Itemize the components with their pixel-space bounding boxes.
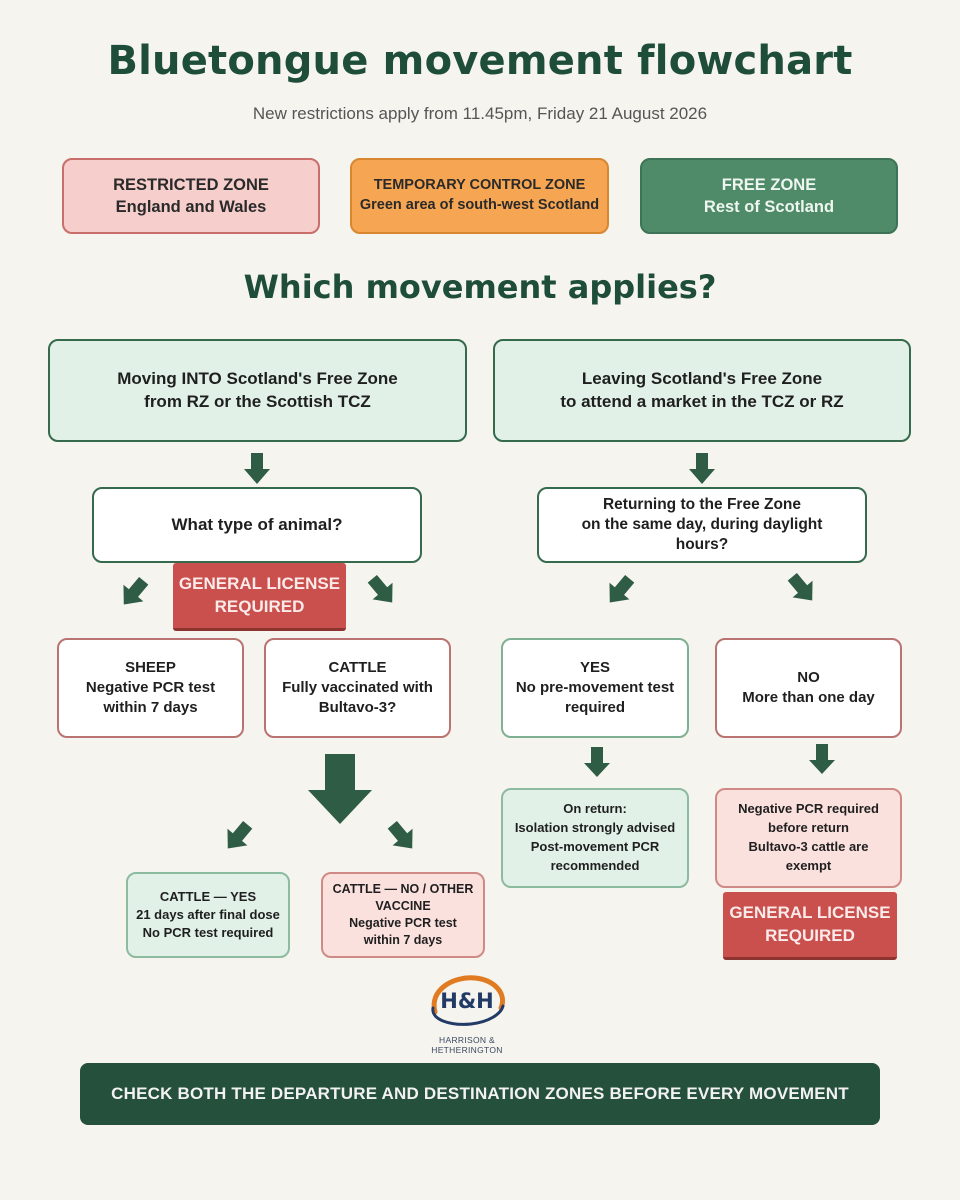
pcr-required-title: Negative PCR required [738, 801, 879, 817]
general-license-badge: GENERAL LICENSE REQUIRED [173, 563, 346, 631]
general-license-badge-right: GENERAL LICENSE REQUIRED [723, 892, 897, 960]
tcz-title: TEMPORARY CONTROL ZONE [373, 177, 586, 194]
yes-box: YES No pre-movement test required [501, 638, 689, 738]
free-zone-box: FREE ZONE Rest of Scotland [640, 158, 898, 234]
logo-line2: HETHERINGTON [431, 1045, 503, 1056]
cattle-yes-line2: 21 days after final dose [136, 906, 280, 922]
on-return-box: On return: Isolation strongly advised Po… [501, 788, 689, 888]
yes-line3: required [564, 699, 625, 717]
no-title: NO [797, 668, 820, 686]
footer-banner: CHECK BOTH THE DEPARTURE AND DESTINATION… [80, 1063, 880, 1125]
temporary-control-zone-box: TEMPORARY CONTROL ZONE Green area of sou… [350, 158, 609, 234]
license-line1: GENERAL LICENSE [178, 574, 341, 594]
logo-mark: H&H [440, 989, 493, 1013]
cattle-yes-box: CATTLE — YES 21 days after final dose No… [126, 872, 290, 958]
cattle-no-line4: within 7 days [363, 932, 443, 947]
leaving-line1: Leaving Scotland's Free Zone [581, 368, 823, 388]
yes-title: YES [579, 658, 610, 676]
same-day-question-box: Returning to the Free Zone on the same d… [537, 487, 867, 563]
cattle-title: CATTLE [328, 658, 387, 676]
page-title: Bluetongue movement flowchart [107, 38, 853, 84]
animal-type-question: What type of animal? [171, 514, 343, 534]
restricted-zone-box: RESTRICTED ZONE England and Wales [62, 158, 320, 234]
moving-into-line1: Moving INTO Scotland's Free Zone [117, 368, 398, 388]
arrow-down-right-icon [387, 820, 413, 849]
cattle-no-line3: Negative PCR test [349, 916, 457, 930]
same-day-line2: on the same day, during daylight [581, 515, 823, 533]
arrow-down-right-icon [787, 572, 813, 601]
leaving-free-zone-box: Leaving Scotland's Free Zone to attend a… [493, 339, 911, 442]
arrow-down-icon [689, 453, 715, 484]
pcr-required-line4: exempt [785, 857, 832, 873]
arrow-down-icon [584, 747, 610, 777]
cattle-line2: Fully vaccinated with [282, 678, 433, 696]
no-box: NO More than one day [715, 638, 902, 738]
arrow-down-left-icon [227, 820, 253, 849]
company-logo: H&H HARRISON & HETHERINGTON [415, 968, 519, 1055]
animal-type-question-box: What type of animal? [92, 487, 422, 563]
arrow-down-left-icon [123, 576, 149, 605]
cattle-no-title: CATTLE — NO / OTHER [332, 882, 474, 897]
arrow-down-right-icon [367, 574, 393, 603]
logo-line1: HARRISON & [439, 1035, 495, 1045]
sheep-box: SHEEP Negative PCR test within 7 days [57, 638, 244, 738]
yes-line2: No pre-movement test [515, 678, 675, 696]
logo-ring-icon: H&H [431, 975, 505, 1026]
cattle-no-box: CATTLE — NO / OTHER VACCINE Negative PCR… [321, 872, 485, 958]
restricted-zone-desc: England and Wales [115, 198, 267, 216]
free-zone-title: FREE ZONE [721, 175, 817, 194]
license-right-line2: REQUIRED [765, 925, 855, 945]
logo-text: HARRISON & HETHERINGTON [415, 1035, 519, 1055]
moving-into-free-zone-box: Moving INTO Scotland's Free Zone from RZ… [48, 339, 467, 442]
on-return-title: On return: [563, 801, 627, 817]
restricted-zone-title: RESTRICTED ZONE [113, 175, 269, 194]
cattle-no-line2: VACCINE [375, 899, 431, 914]
sheep-line2: Negative PCR test [85, 678, 216, 696]
sheep-line3: within 7 days [103, 699, 198, 717]
arrow-down-icon [809, 744, 835, 774]
no-line2: More than one day [742, 689, 875, 706]
same-day-line1: Returning to the Free Zone [602, 495, 802, 513]
leaving-line2: to attend a market in the TCZ or RZ [560, 391, 844, 411]
free-zone-desc: Rest of Scotland [703, 198, 835, 216]
sheep-title: SHEEP [125, 658, 176, 676]
cattle-box: CATTLE Fully vaccinated with Bultavo-3? [264, 638, 451, 738]
cattle-yes-line3: No PCR test required [142, 925, 274, 941]
license-line2: REQUIRED [214, 596, 305, 616]
page-subtitle: New restrictions apply from 11.45pm, Fri… [252, 104, 708, 123]
section-heading: Which movement applies? [243, 268, 717, 306]
same-day-line3: hours? [675, 536, 729, 554]
on-return-line3: Post-movement PCR [530, 839, 660, 854]
on-return-line4: recommended [550, 857, 640, 873]
pcr-required-line3: Bultavo-3 cattle are [748, 839, 869, 854]
pcr-required-box: Negative PCR required before return Bult… [715, 788, 902, 888]
arrow-down-left-icon [609, 574, 635, 603]
cattle-line3: Bultavo-3? [318, 699, 397, 717]
license-right-line1: GENERAL LICENSE [729, 903, 891, 923]
tcz-desc: Green area of south-west Scotland [359, 197, 600, 213]
pcr-required-line2: before return [768, 820, 849, 836]
cattle-yes-title: CATTLE — YES [159, 888, 257, 904]
moving-into-line2: from RZ or the Scottish TCZ [144, 391, 371, 411]
on-return-line2: Isolation strongly advised [514, 820, 676, 836]
big-arrow-down-icon [308, 754, 372, 824]
arrow-down-icon [244, 453, 270, 484]
